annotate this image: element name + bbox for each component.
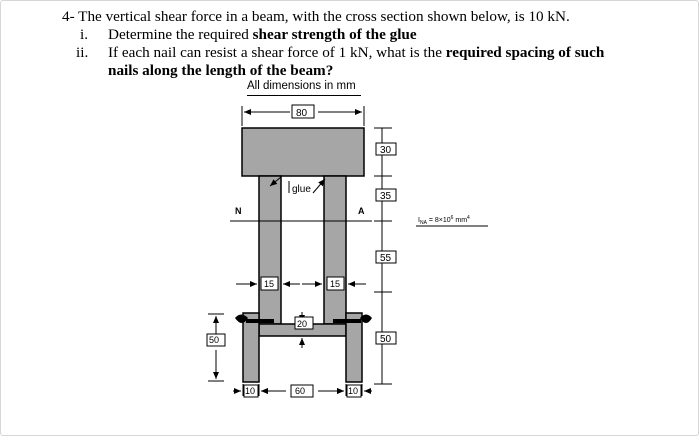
question-line-1: 4- The vertical shear force in a beam, w… [62, 8, 570, 25]
question-item-2-line-2: nails along the length of the beam? [108, 62, 333, 80]
right-dim-30: 30 [380, 145, 392, 156]
question-item-2: If each nail can resist a shear force of… [108, 44, 604, 62]
glue-label: glue [292, 184, 311, 195]
top-width-dimension [241, 104, 365, 126]
right-dim-55: 55 [380, 253, 392, 264]
question-item-2-number: ii. [76, 44, 89, 61]
cross-section [241, 127, 365, 383]
item-2-bold-cont: nails along the length of the beam? [108, 62, 334, 79]
item-1-text: Determine the required [108, 26, 253, 43]
item-2-text: If each nail can resist a shear force of… [108, 44, 446, 61]
neutral-axis-label-a: A [358, 206, 365, 216]
inertia-note: INA = 8×106 mm4 [418, 215, 470, 226]
right-web-value: 15 [330, 279, 340, 289]
top-width-value: 80 [296, 108, 308, 119]
right-dim-50: 50 [380, 334, 392, 345]
dimension-note-underline [247, 95, 361, 96]
web-thickness-dimensions [236, 276, 366, 291]
inner-gap-dimension [294, 312, 314, 348]
inner-gap-value: 20 [297, 319, 307, 329]
right-nail-shank [333, 319, 361, 323]
right-leg [345, 312, 363, 383]
left-web-value: 15 [264, 279, 274, 289]
left-web [258, 175, 282, 325]
left-nail-icon [235, 314, 248, 323]
neutral-axis-label-n: N [235, 206, 242, 216]
item-2-bold: required spacing of such [445, 44, 605, 61]
dimension-note: All dimensions in mm [247, 80, 356, 92]
item-1-bold: shear strength of the glue [252, 26, 417, 43]
left-nail-shank [246, 319, 274, 323]
right-web [323, 175, 347, 325]
bottom-dimension-chain [233, 384, 372, 398]
top-flange [241, 127, 365, 177]
glue-callout [269, 176, 326, 194]
bottom-dim-left: 10 [245, 386, 255, 396]
right-nail-icon [360, 314, 372, 323]
right-dim-35: 35 [380, 191, 392, 202]
left-leg [242, 312, 260, 383]
right-dimension-chain [374, 127, 397, 385]
bottom-dim-middle: 60 [295, 386, 305, 396]
question-item-1-number: i. [80, 26, 89, 43]
left-height-value: 50 [209, 335, 219, 345]
nails [235, 314, 372, 323]
left-height-dimension [206, 313, 226, 382]
question-item-1: Determine the required shear strength of… [108, 26, 417, 44]
bottom-dim-right: 10 [348, 386, 358, 396]
